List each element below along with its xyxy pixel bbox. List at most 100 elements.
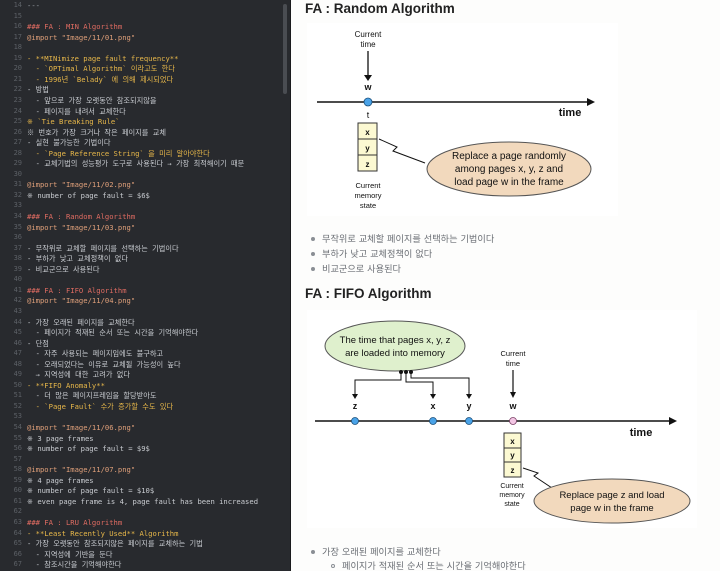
fifo-sub-bullet-1: 페이지가 적재된 순서 또는 시간을 기억해야한다 [331, 558, 526, 571]
code-line[interactable]: - 부하가 낮고 교체정책이 없다 [27, 254, 128, 264]
line-number: 63 [13, 517, 22, 526]
line-number: 53 [13, 412, 22, 421]
code-line[interactable]: @import "Image/11/06.png" [27, 423, 136, 432]
bullet-ring [331, 563, 335, 568]
code-line[interactable]: @import "Image/11/01.png" [27, 32, 136, 42]
code-line[interactable]: ※ even page frame is 4, page fault has b… [27, 496, 259, 506]
bubble-line-3: load page w in the frame [454, 177, 564, 188]
line-number: 33 [13, 201, 22, 210]
code-line[interactable]: @import "Image/11/07.png" [27, 465, 136, 475]
line-number: 17 [13, 32, 22, 41]
line-number: 58 [13, 465, 22, 474]
code-line[interactable]: ※ number of page fault = $9$ [27, 444, 150, 454]
code-line[interactable]: - 페이지가 적재된 순서 또는 시간을 기억해야한다 [27, 328, 199, 338]
code-line[interactable]: - 가장 오래된 페이지를 교체한다 [27, 317, 135, 327]
code-line[interactable]: - 가장 오랫동안 참조되지않은 페이지를 교체하는 기법 [27, 539, 203, 549]
line-number: 19 [13, 53, 22, 62]
code-line[interactable]: - `Page Fault` 수가 증가할 수도 있다 [27, 401, 174, 411]
code-line[interactable]: - **Least Recently Used** Algorithm [27, 528, 179, 538]
point-x [429, 417, 437, 425]
line-number: 56 [13, 444, 22, 453]
line-number: 41 [13, 285, 22, 294]
code-line[interactable]: @import "Image/11/02.png" [27, 180, 136, 190]
fifo-heading: FA : FIFO Algorithm [305, 286, 432, 301]
line-number: 43 [13, 306, 22, 315]
line-number: 16 [13, 22, 22, 31]
code-line[interactable]: → 지역성에 대한 고려가 없다 [27, 370, 131, 380]
frame-y: y [365, 144, 370, 153]
line-number: 15 [13, 11, 22, 20]
point-x-label: x [430, 401, 435, 411]
fifo-time-axis: time [630, 427, 653, 439]
line-number: 37 [13, 243, 22, 252]
fifo-frame-y: y [510, 451, 515, 460]
code-line[interactable]: - 1996년 `Belady` 에 의해 제시되었다 [27, 74, 174, 84]
code-line[interactable]: - 비교군으로 사용된다 [27, 264, 100, 274]
code-line[interactable]: - 자주 사용되는 페이지임에도 불구하고 [27, 349, 164, 359]
code-line[interactable]: @import "Image/11/03.png" [27, 222, 136, 232]
code-line[interactable]: ### FA : Random Algorithm [27, 212, 136, 221]
random-bullet-2: 부하가 낮고 교체정책이 없다 [311, 246, 432, 260]
code-line[interactable]: ※ number of page fault = $10$ [27, 486, 155, 496]
code-line[interactable]: --- [27, 1, 40, 10]
code-line[interactable]: - 지역성에 기반을 둔다 [27, 549, 113, 559]
line-number: 60 [13, 486, 22, 495]
code-line[interactable]: - 앞으로 가장 오랫동안 참조되지않을 [27, 95, 157, 105]
code-line[interactable]: ※ `Tie Breaking Rule` [27, 117, 120, 127]
line-number: 23 [13, 95, 22, 104]
frame-x: x [365, 128, 370, 137]
fifo-bubble-2: page w in the frame [570, 503, 653, 514]
line-number: 18 [13, 43, 22, 52]
random-algorithm-figure: Current time w time t x y z Current memo… [307, 23, 618, 216]
line-number: 39 [13, 264, 22, 273]
line-number: 29 [13, 159, 22, 168]
code-line[interactable]: ### FA : MIN Algorithm [27, 22, 123, 32]
line-number: 45 [13, 328, 22, 337]
line-number: 22 [13, 85, 22, 94]
code-line[interactable]: ※ 3 page frames [27, 433, 94, 443]
fifo-algorithm-figure: The time that pages x, y, z are loaded i… [307, 310, 697, 528]
line-number: 34 [13, 212, 22, 220]
code-line[interactable]: ### FA : LRU Algorithm [27, 517, 123, 527]
fifo-state-1: Current [500, 483, 523, 490]
code-line[interactable]: - 무작위로 교체할 페이지를 선택하는 기법이다 [27, 243, 179, 253]
code-line[interactable]: ※ number of page fault = $6$ [27, 190, 150, 200]
bullet-dot [311, 236, 315, 241]
line-number: 66 [13, 549, 22, 558]
state-label-2: memory [354, 191, 381, 200]
code-line[interactable]: ※ 번호가 가장 크거나 작은 페이지를 교체 [27, 127, 166, 137]
code-line[interactable]: - **MINimize page fault frequency** [27, 53, 179, 63]
point-w [509, 417, 517, 425]
code-line[interactable]: - 오래되었다는 이유로 교체될 가능성이 높다 [27, 359, 181, 369]
line-number: 27 [13, 138, 22, 147]
code-line[interactable]: - 교체기법의 성능평가 도구로 사용된다 → 가장 최적해이기 때문 [27, 159, 245, 169]
code-line[interactable]: - 페이지를 내려서 교체한다 [27, 106, 126, 116]
line-number: 30 [13, 169, 22, 178]
t-label: t [367, 110, 370, 120]
fifo-bullet-1: 가장 오래된 페이지를 교체한다 [311, 544, 441, 558]
code-line[interactable]: @import "Image/11/04.png" [27, 296, 136, 306]
editor-scrollbar[interactable] [283, 4, 287, 94]
line-number: 20 [13, 64, 22, 73]
line-number: 67 [13, 560, 22, 569]
random-heading: FA : Random Algorithm [305, 1, 455, 16]
code-line[interactable]: ### FA : FIFO Algorithm [27, 285, 127, 295]
line-number: 36 [13, 233, 22, 242]
markdown-preview[interactable]: FA : Random Algorithm Current time w tim… [291, 0, 720, 571]
code-line[interactable]: - `Page Reference String` 을 미리 알아야한다 [27, 148, 210, 158]
bubble-line-2: among pages x, y, z and [455, 164, 563, 175]
cloud-line-1: The time that pages x, y, z [340, 335, 451, 346]
cloud-line-2: are loaded into memory [345, 348, 445, 359]
code-line[interactable]: ※ 4 page frames [27, 475, 94, 485]
code-line[interactable]: - **FIFO Anomaly** [27, 380, 105, 390]
code-line[interactable]: - 더 많은 페이지프레임을 할당받아도 [27, 391, 157, 401]
page-w-label: w [363, 82, 372, 92]
code-line[interactable]: - 단점 [27, 338, 49, 348]
code-line[interactable]: - 참조시간을 기억해야한다 [27, 560, 122, 570]
code-line[interactable]: - 방법 [27, 85, 49, 95]
code-line[interactable]: - 실현 불가능한 기법이다 [27, 138, 111, 148]
line-number: 40 [13, 275, 22, 284]
fifo-bubble-1: Replace page z and load [559, 490, 664, 501]
code-line[interactable]: - `OPTimal Algorithm` 이라고도 한다 [27, 64, 175, 74]
